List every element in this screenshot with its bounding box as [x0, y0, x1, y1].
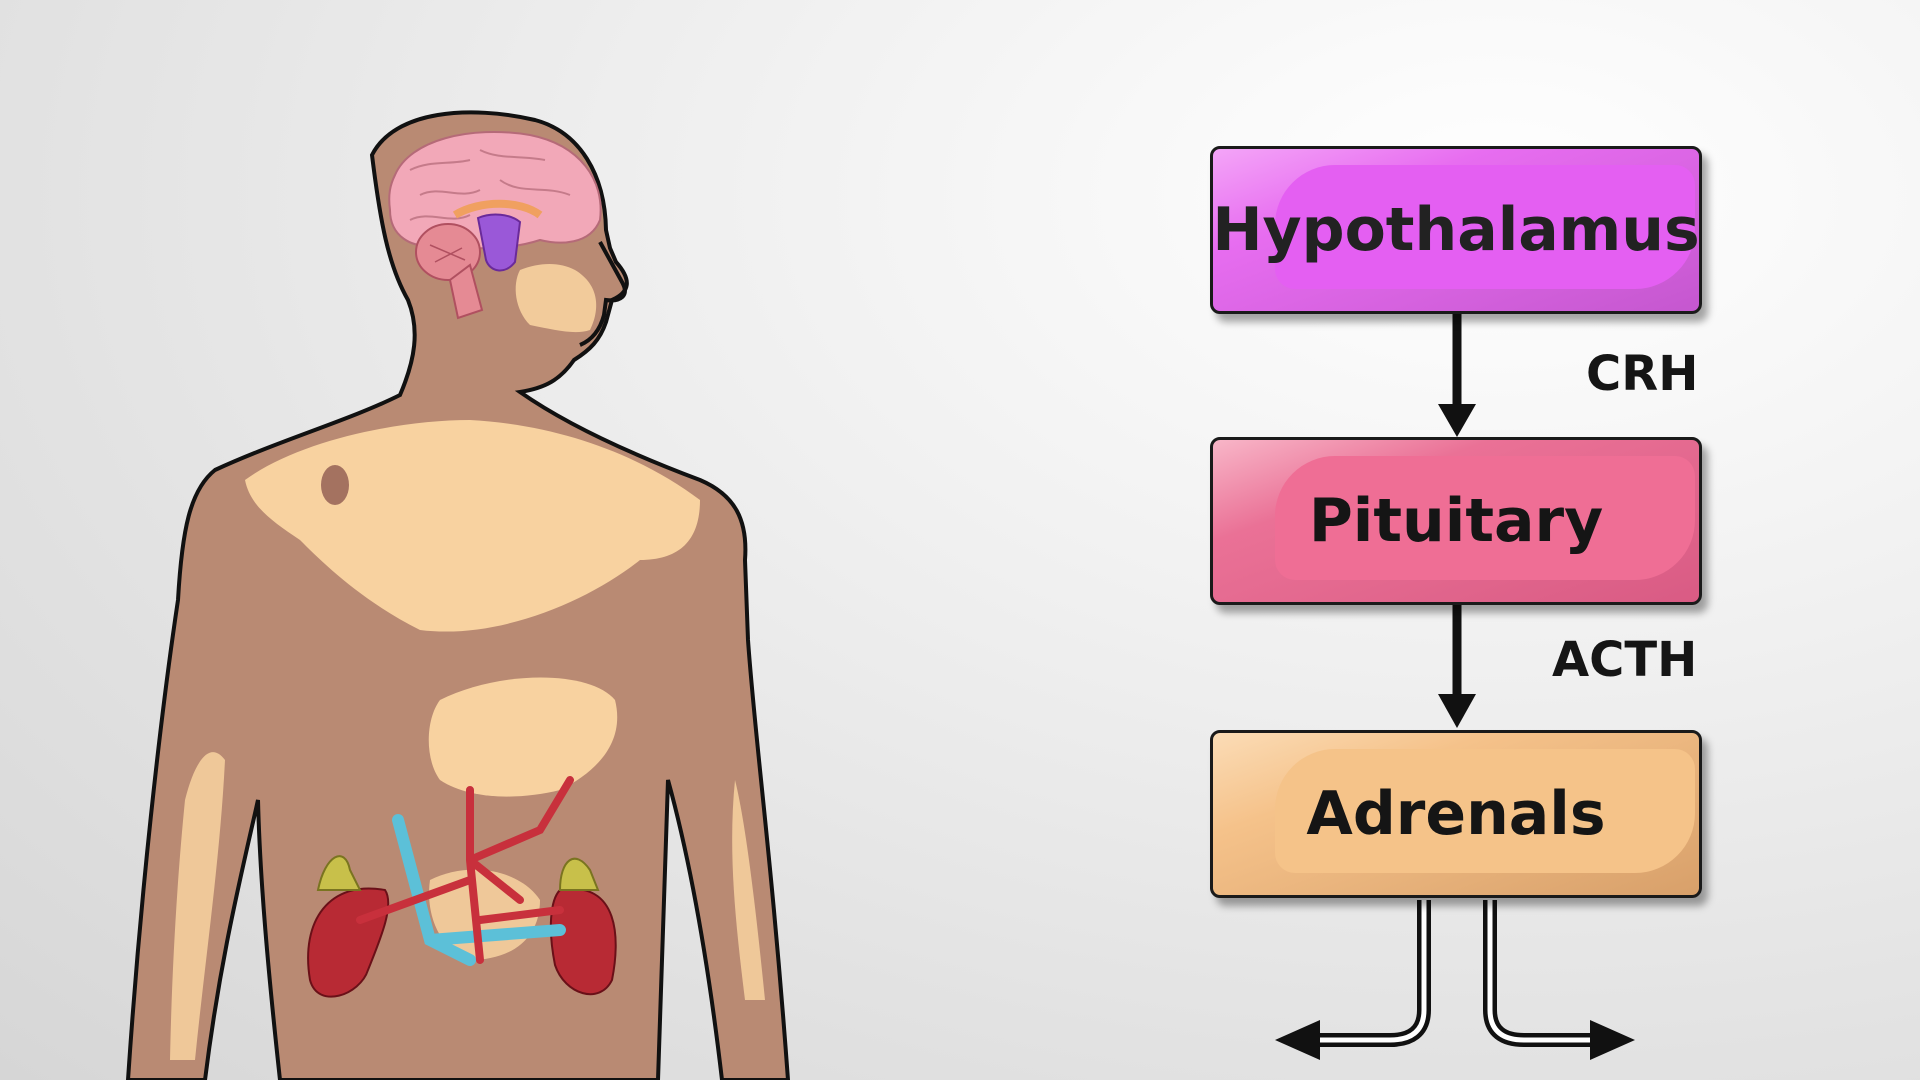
nose-outline: [579, 241, 627, 347]
node-sheen: [1275, 749, 1695, 873]
node-sheen: [1275, 165, 1695, 289]
output-arrow-left: [1300, 900, 1431, 1047]
brain-icon: [388, 131, 602, 320]
abdomen-highlight: [428, 677, 618, 797]
arrow-crh: [1438, 314, 1476, 437]
output-arrows: [1275, 900, 1635, 1060]
node-label-pituitary: Pituitary: [1308, 486, 1604, 556]
node-sheen: [1275, 456, 1695, 580]
arrow-acth: [1438, 605, 1476, 728]
node-label-hypothalamus: Hypothalamus: [1212, 195, 1700, 265]
output-arrow-right: [1483, 900, 1610, 1047]
face-highlight: [515, 264, 597, 333]
shoulder-mark: [321, 465, 349, 505]
kidneys-adrenals-icon: [307, 776, 617, 998]
node-pituitary: Pituitary: [1210, 437, 1702, 605]
left-arm-highlight: [170, 752, 225, 1060]
chest-highlight: [245, 420, 700, 632]
human-figure-illustration: [125, 110, 791, 1080]
node-hypothalamus: Hypothalamus: [1210, 146, 1702, 314]
edge-label-acth: ACTH: [1552, 632, 1698, 688]
output-arrowhead-right: [1590, 1020, 1635, 1060]
output-arrowhead-left: [1275, 1020, 1320, 1060]
node-adrenals: Adrenals: [1210, 730, 1702, 898]
right-arm-highlight: [732, 780, 765, 1000]
edge-label-crh: CRH: [1586, 346, 1699, 402]
node-label-adrenals: Adrenals: [1306, 779, 1606, 849]
